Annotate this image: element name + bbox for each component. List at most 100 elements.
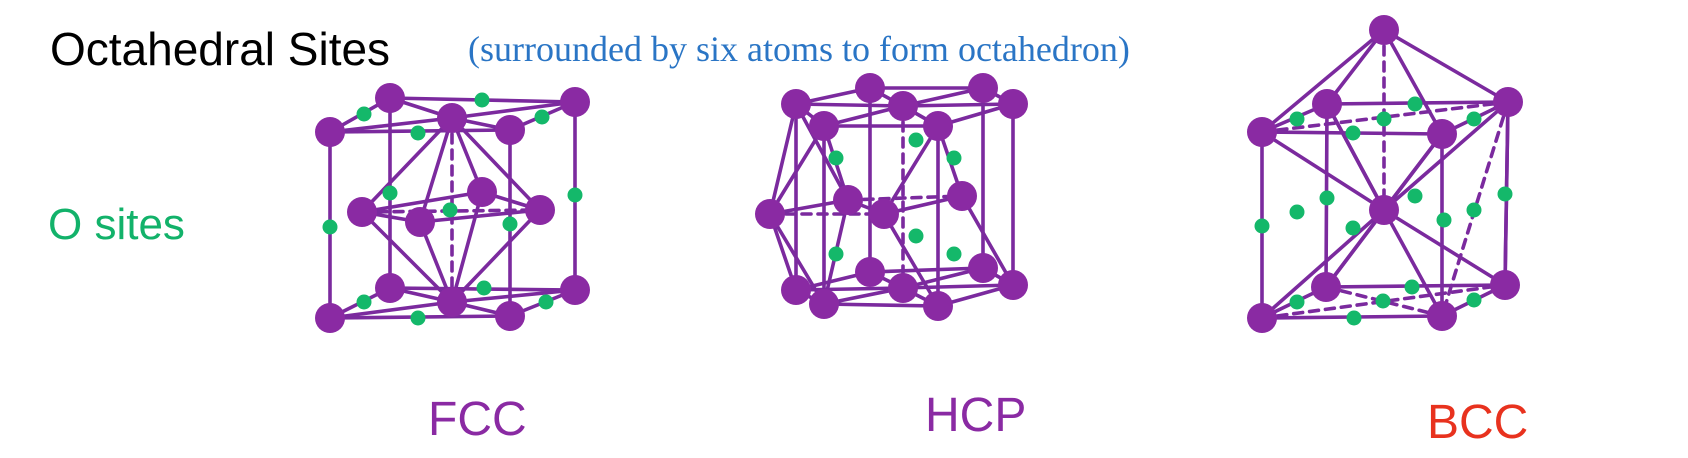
atom	[968, 73, 998, 103]
bond-line	[882, 212, 940, 308]
bond-line	[1382, 28, 1444, 136]
atom	[467, 177, 497, 207]
atom	[495, 301, 525, 331]
atom	[1312, 89, 1342, 119]
atom	[755, 199, 785, 229]
octahedral-site	[1375, 293, 1391, 309]
bond-line	[1260, 130, 1386, 212]
atom	[888, 91, 918, 121]
hcp-unit-cell	[755, 73, 1028, 321]
octahedral-site	[474, 92, 490, 108]
bond-line	[360, 190, 484, 214]
octahedral-site	[1254, 218, 1270, 234]
octahedral-site	[828, 150, 844, 166]
octahedral-site	[828, 246, 844, 262]
bond-line	[1382, 28, 1510, 104]
octahedral-site	[382, 185, 398, 201]
atom	[375, 273, 405, 303]
bond-line-dashed	[1324, 285, 1444, 318]
bond-line-dashed	[846, 194, 964, 202]
octahedral-site	[476, 280, 492, 296]
octahedral-site	[1346, 310, 1362, 326]
atom	[495, 115, 525, 145]
atom	[347, 197, 377, 227]
atom	[947, 181, 977, 211]
bond-line	[1260, 208, 1386, 320]
fcc-unit-cell	[315, 83, 590, 333]
octahedral-site	[1436, 212, 1452, 228]
octahedral-site	[1466, 111, 1482, 127]
atom	[560, 275, 590, 305]
bond-line	[768, 102, 798, 216]
atom	[855, 73, 885, 103]
bond-line	[768, 212, 826, 306]
bond-line	[794, 102, 850, 202]
bond-line	[901, 283, 1015, 290]
octahedral-site	[356, 106, 372, 122]
atom	[1369, 195, 1399, 225]
bond-line	[1325, 102, 1386, 212]
octahedral-site	[567, 187, 583, 203]
atom	[1369, 15, 1399, 45]
octahedral-site	[410, 310, 426, 326]
page-subtitle: (surrounded by six atoms to form octahed…	[468, 29, 1130, 69]
bond-line	[1382, 208, 1444, 318]
bond-line	[901, 102, 1015, 108]
bond-line	[418, 116, 454, 224]
bond-line	[1382, 208, 1507, 287]
fcc-label: FCC	[428, 393, 527, 446]
atom	[375, 83, 405, 113]
bond-line	[822, 302, 940, 308]
octahedral-site	[1407, 96, 1423, 112]
bcc-label: BCC	[1427, 396, 1529, 449]
bond-line	[960, 194, 1015, 287]
atom	[809, 111, 839, 141]
atom	[869, 199, 899, 229]
atom	[923, 111, 953, 141]
atom	[781, 89, 811, 119]
octahedral-site	[908, 228, 924, 244]
bond-line	[450, 116, 542, 212]
o-sites-legend: O sites	[48, 200, 185, 249]
octahedral-site	[1376, 111, 1392, 127]
atom	[315, 117, 345, 147]
bond-line	[450, 208, 542, 304]
atom	[968, 253, 998, 283]
bond-line	[1260, 28, 1386, 134]
atom	[560, 87, 590, 117]
octahedral-site	[946, 246, 962, 262]
bond-line	[882, 124, 940, 216]
bond-line-dashed	[1260, 100, 1510, 134]
atom	[1490, 270, 1520, 300]
bond-line	[1325, 28, 1386, 106]
atom	[923, 291, 953, 321]
bond-line	[360, 116, 454, 214]
atom	[781, 275, 811, 305]
octahedral-site	[502, 216, 518, 232]
bond-line	[1382, 100, 1510, 212]
atom	[998, 89, 1028, 119]
hcp-label: HCP	[925, 389, 1027, 442]
bond-line	[328, 300, 454, 320]
atom	[1247, 303, 1277, 333]
octahedral-site	[1407, 188, 1423, 204]
atom	[833, 185, 863, 215]
atom	[405, 207, 435, 237]
octahedral-site	[946, 150, 962, 166]
octahedral-site	[1289, 111, 1305, 127]
octahedral-site	[538, 294, 554, 310]
octahedral-site	[356, 294, 372, 310]
atom	[998, 270, 1028, 300]
octahedral-site	[1345, 220, 1361, 236]
atom	[1427, 301, 1457, 331]
atom	[437, 287, 467, 317]
octahedral-site	[1289, 204, 1305, 220]
atom	[315, 303, 345, 333]
bond-line	[360, 210, 454, 304]
octahedral-site	[1319, 190, 1335, 206]
atom	[437, 103, 467, 133]
octahedral-site	[410, 125, 426, 141]
octahedral-site	[442, 202, 458, 218]
page-title: Octahedral Sites	[50, 23, 391, 75]
